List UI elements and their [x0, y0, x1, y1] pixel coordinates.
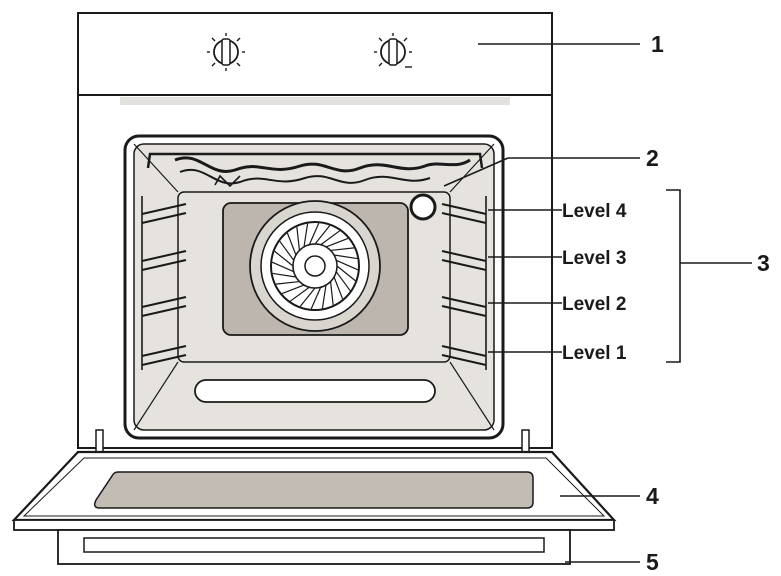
- fan-blade: [310, 287, 322, 310]
- shelf-rail: [141, 203, 187, 215]
- shelf-rail: [441, 259, 487, 271]
- shelf-rail: [441, 203, 487, 215]
- callout-2: 2: [646, 145, 659, 171]
- level-2-label: Level 2: [562, 294, 626, 315]
- fan-blade: [320, 230, 341, 246]
- fan-blade: [330, 247, 355, 252]
- oven-light: [409, 193, 437, 221]
- callout-1: 1: [651, 31, 664, 57]
- shelf-rail: [441, 305, 487, 317]
- shelf-rail: [141, 259, 187, 271]
- fan-blade: [321, 284, 327, 309]
- right-knob: [374, 33, 412, 68]
- fan-blade: [335, 271, 351, 292]
- oven-door: [11, 429, 617, 531]
- control-panel: [77, 12, 553, 105]
- level-4-label: Level 4: [562, 201, 627, 222]
- fan-blade: [272, 272, 297, 278]
- fan-blade: [314, 225, 331, 245]
- shelf-rails-left: [141, 196, 187, 370]
- shelf-rail: [141, 354, 187, 366]
- fan-blade: [336, 265, 356, 282]
- fan-blade: [299, 287, 316, 307]
- fan-blade: [325, 237, 349, 248]
- shelf-rails-right: [441, 196, 487, 370]
- shelf-rail: [441, 250, 487, 262]
- shelf-rail: [141, 250, 187, 262]
- shelf-rail: [141, 345, 187, 357]
- level-1-label: Level 1: [562, 343, 627, 364]
- shelf-rail: [141, 212, 187, 224]
- fan-blade: [308, 222, 320, 245]
- shelf-rail: [441, 354, 487, 366]
- level-3-label: Level 3: [562, 248, 626, 269]
- oven-cavity: [123, 134, 505, 440]
- fan-blade: [275, 280, 300, 285]
- fan-cover: [222, 200, 409, 336]
- fan-blade: [336, 259, 359, 271]
- leader-lines: [443, 43, 752, 563]
- fan-blade: [333, 276, 344, 300]
- fan-blade: [286, 232, 297, 256]
- fan-blade: [303, 223, 309, 248]
- callout-5: 5: [646, 549, 659, 575]
- fan-blade: [289, 286, 310, 302]
- fan-blade: [274, 250, 294, 267]
- callout-3: 3: [757, 250, 770, 276]
- shelf-rail: [141, 305, 187, 317]
- left-knob: [207, 33, 245, 71]
- storage-drawer: [57, 529, 571, 565]
- fan-blade: [279, 240, 295, 261]
- grill-element: [146, 152, 484, 188]
- callout-4: 4: [646, 483, 659, 509]
- fan-blade: [281, 284, 305, 295]
- fan-blade: [296, 226, 301, 251]
- fan-blade: [271, 261, 294, 273]
- fan-blade: [333, 254, 358, 260]
- shelf-rail: [441, 212, 487, 224]
- shelf-rail: [141, 296, 187, 308]
- shelf-rail: [441, 296, 487, 308]
- shelf-rail: [441, 345, 487, 357]
- door-glass: [93, 471, 534, 509]
- fan-blade: [329, 281, 334, 306]
